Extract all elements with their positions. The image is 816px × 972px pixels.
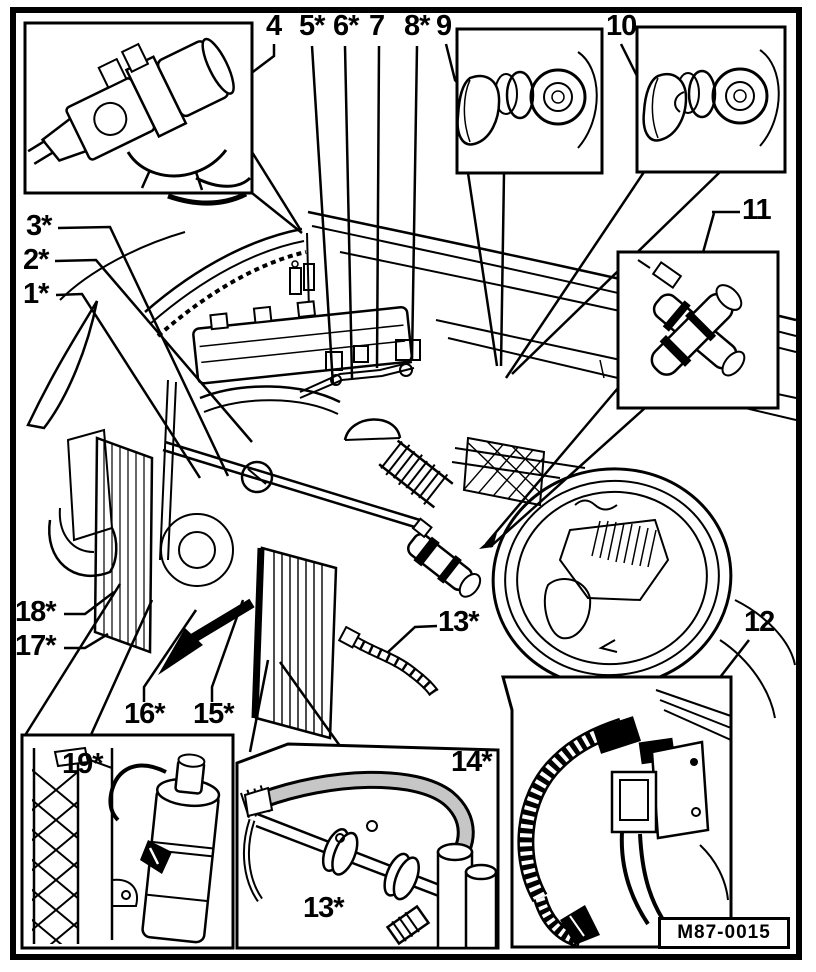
callout-19: 19* [62, 748, 104, 780]
callout-16: 16* [124, 698, 166, 730]
callout-13-inset: 13* [303, 892, 345, 924]
inset-wiring-harness [517, 689, 732, 948]
direction-arrow [158, 598, 255, 675]
callout-17: 17* [15, 630, 57, 662]
engine-cluster [93, 260, 546, 740]
refrigerant-hose-main [337, 625, 439, 697]
figure-border [10, 7, 802, 960]
callout-18: 18* [15, 596, 57, 628]
callout-14: 14* [451, 746, 493, 778]
callout-7: 7 [369, 10, 385, 42]
callout-2: 2* [23, 244, 49, 276]
inset-service-valve-capped [642, 49, 780, 147]
inset-service-valve-cap [456, 51, 598, 149]
callout-8: 8* [404, 10, 430, 42]
callout-4: 4 [266, 10, 282, 42]
callout-11: 11 [742, 194, 772, 226]
inset-receiver-drier [32, 746, 221, 944]
callout-6: 6* [333, 10, 359, 42]
callout-10: 10 [606, 10, 637, 42]
inset-compressor [27, 37, 252, 191]
callout-3: 3* [26, 210, 52, 242]
callout-12: 12 [744, 606, 775, 638]
pressure-switch-location [407, 517, 482, 598]
headlight [491, 467, 733, 689]
figure-code-stamp: M87-0015 [658, 917, 790, 949]
callout-5: 5* [299, 10, 325, 42]
callout-13-main: 13* [438, 606, 480, 638]
callout-15: 15* [193, 698, 235, 730]
callout-9: 9 [436, 10, 452, 42]
callout-1: 1* [23, 278, 49, 310]
inset-pressure-switch [637, 259, 746, 377]
inset-hose-assembly [240, 770, 498, 950]
